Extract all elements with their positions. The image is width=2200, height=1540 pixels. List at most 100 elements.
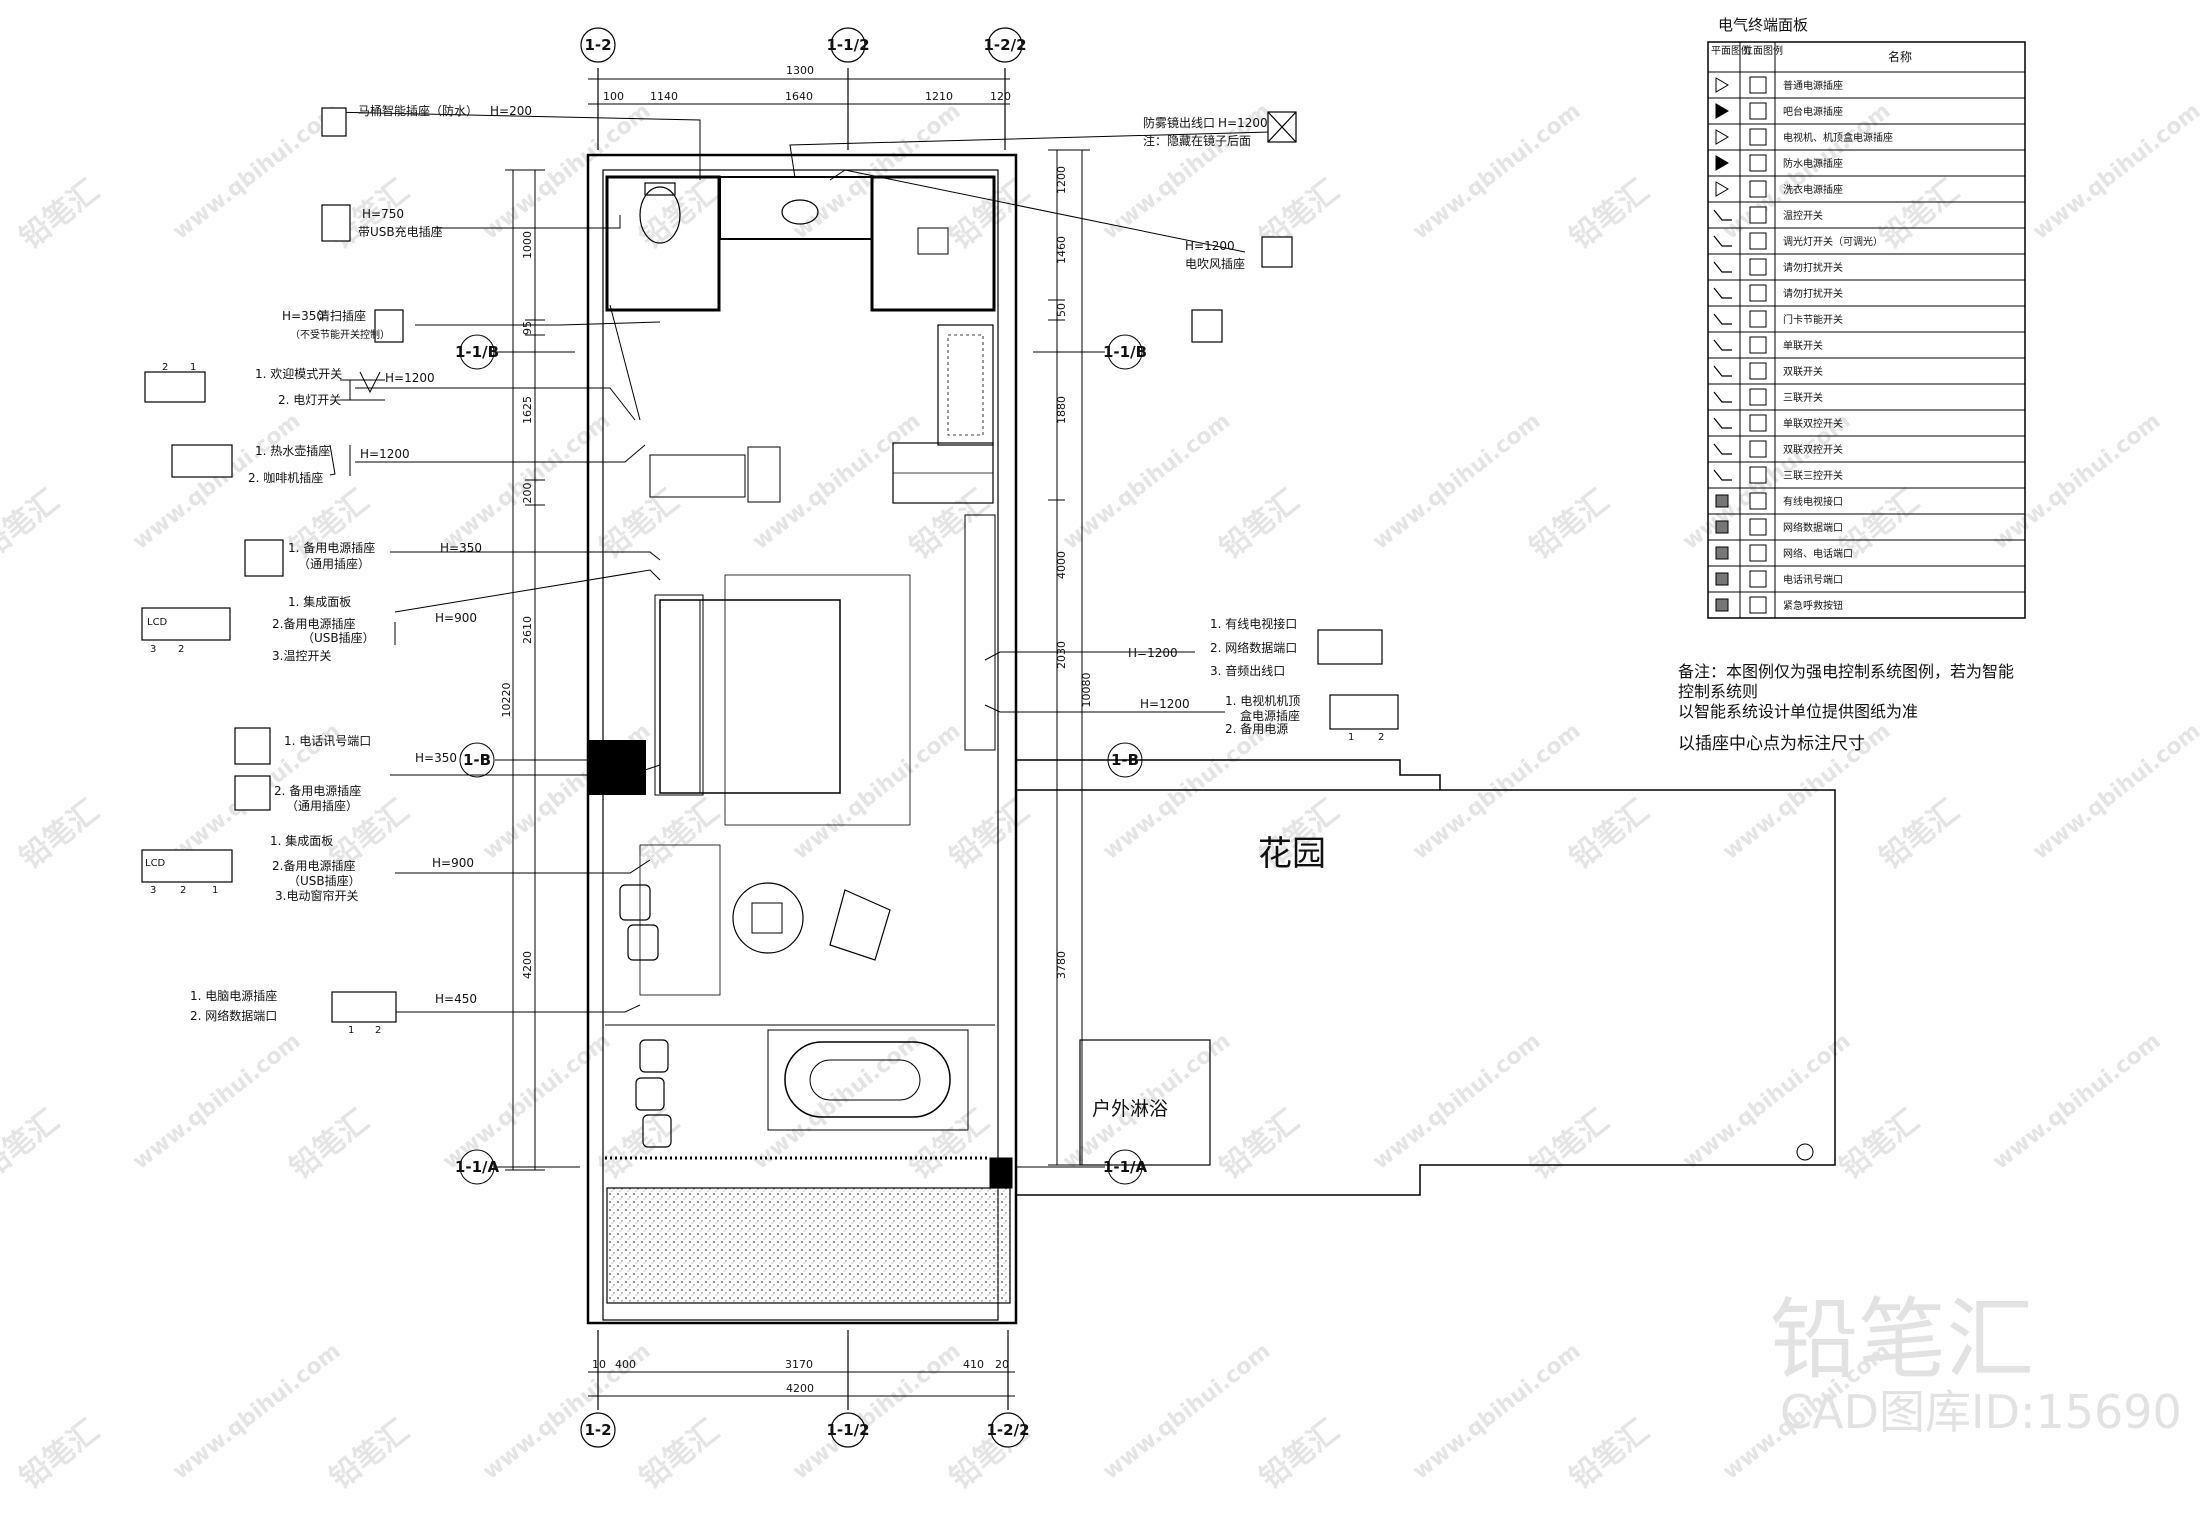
legend-elev-symbol	[1749, 180, 1767, 198]
axis-bubble-right-1-1/A: 1-1/A	[1103, 1158, 1148, 1176]
legend-header-elev: 立面图例	[1743, 44, 1783, 57]
watermark-text: 铅笔汇	[593, 1103, 685, 1186]
legend-row-name: 三联三控开关	[1783, 469, 1843, 482]
panel2-num-3: 3	[150, 885, 156, 896]
watermark-url: www.qbihui.com	[1408, 1339, 1585, 1485]
legend-elev-symbol	[1749, 466, 1767, 484]
cleaning-socket-note: （不受节能开关控制）	[290, 328, 390, 341]
spare-usb2-label: 2.备用电源插座	[272, 858, 355, 873]
legend-plan-symbol	[1713, 391, 1732, 403]
dim-left-4: 200	[521, 483, 534, 504]
legend-plan-symbol	[1713, 469, 1732, 481]
coffee-socket-label: 2. 咖啡机插座	[248, 470, 323, 485]
watermark-text: 铅笔汇	[13, 1413, 105, 1496]
outdoor-shower-label: 户外淋浴	[1092, 1098, 1168, 1120]
legend-plan-symbol	[1715, 598, 1729, 612]
dim-top-a: 100	[603, 90, 624, 103]
spare-usb-label: 2.备用电源插座	[272, 616, 355, 631]
usb-socket-height: H=750	[362, 207, 404, 221]
legend-plan-symbol	[1713, 339, 1732, 351]
legend-elev-symbol	[1749, 258, 1767, 276]
note-line-2: 控制系统则	[1678, 682, 1758, 701]
pc-socket-label: 1. 电脑电源插座	[190, 988, 277, 1003]
legend-plan-symbol	[1713, 287, 1732, 299]
left-dim-chain	[505, 169, 545, 1171]
dim-left-3: 1625	[521, 396, 534, 424]
legend-row-name: 请勿打扰开关	[1783, 287, 1843, 300]
lcd-label-2: LCD	[145, 858, 166, 869]
legend-row-name: 单联双控开关	[1783, 417, 1843, 430]
legend-row-name: 电视机、机顶盒电源插座	[1783, 131, 1893, 144]
spare-socket2-label: 2. 备用电源插座	[274, 783, 361, 798]
watermark-url: www.qbihui.com	[168, 1339, 345, 1485]
watermark-url: www.qbihui.com	[1058, 409, 1235, 555]
legend-row-name: 防水电源插座	[1783, 157, 1843, 170]
dim-right-3: 1880	[1055, 396, 1068, 424]
tv-panel-height: H=1200	[1128, 646, 1178, 660]
fog-mirror-height: H=1200	[1218, 116, 1268, 130]
legend-elev-symbol	[1749, 206, 1767, 224]
top-axes	[580, 27, 1023, 150]
network-port-label: 2. 网络数据端口	[190, 1008, 277, 1023]
watermark-url: www.qbihui.com	[1368, 1029, 1545, 1175]
watermark-text: 铅笔汇	[633, 793, 725, 876]
integrated-panel2-height: H=900	[432, 856, 474, 870]
watermark-text: 铅笔汇	[13, 793, 105, 876]
spare-socket-label: 1. 备用电源插座	[288, 540, 375, 555]
audio-outlet-label: 3. 音频出线口	[1210, 663, 1285, 678]
dim-left-5: 2610	[521, 616, 534, 644]
toilet-socket-label: 马桶智能插座（防水）	[358, 103, 478, 118]
dim-bot-total: 4200	[786, 1382, 814, 1395]
welcome-switch-label: 1. 欢迎模式开关	[255, 366, 342, 381]
dim-top-total: 1300	[786, 64, 814, 77]
garden-label: 花园	[1258, 834, 1326, 874]
legend-elev-symbol	[1749, 336, 1767, 354]
switch-num-2: 2	[162, 362, 168, 373]
legend-plan-symbol	[1713, 443, 1732, 455]
axis-bubble-left-1-1/A: 1-1/A	[455, 1158, 500, 1176]
welcome-switch-height: H=1200	[385, 371, 435, 385]
panel2-num-1: 1	[212, 885, 218, 896]
watermark-text: 铅笔汇	[1213, 1103, 1305, 1186]
legend-row-name: 普通电源插座	[1783, 79, 1843, 92]
watermark-text: 铅笔汇	[943, 173, 1035, 256]
dim-top-e: 120	[990, 90, 1011, 103]
watermark-url: www.qbihui.com	[1098, 1339, 1275, 1485]
hairdryer-height: H=1200	[1185, 239, 1235, 253]
cleaning-socket-height: H=350	[282, 309, 324, 323]
legend-elev-symbol	[1749, 414, 1767, 432]
axis-bubble-bottom-1-2: 1-2	[584, 1421, 611, 1439]
watermark-url: www.qbihui.com	[788, 1339, 965, 1485]
thermostat-label: 3.温控开关	[272, 649, 331, 663]
spare-usb2-note: （USB插座）	[288, 873, 361, 888]
legend-elev-symbol	[1749, 518, 1767, 536]
legend-plan-symbol	[1713, 417, 1732, 429]
watermark-url: www.qbihui.com	[1408, 99, 1585, 245]
callout-labels: 马桶智能插座（防水） H=200 防雾镜出线口 H=1200 注：隐藏在镜子后面…	[150, 103, 1384, 1036]
legend-elev-symbol	[1749, 154, 1767, 172]
watermark-url: www.qbihui.com	[168, 99, 345, 245]
watermark-url: www.qbihui.com	[1988, 1029, 2165, 1175]
legend-plan-symbol	[1713, 313, 1732, 325]
watermark-text: 铅笔汇	[283, 1103, 375, 1186]
legend-plan-symbol	[1715, 129, 1729, 145]
legend-title: 电气终端面板	[1718, 16, 1808, 34]
watermark-url: www.qbihui.com	[2028, 99, 2200, 245]
legend-header-name: 名称	[1888, 49, 1912, 64]
legend-row-name: 三联开关	[1783, 391, 1823, 404]
stb-num-2: 2	[1378, 732, 1384, 743]
legend-table: 平面图例立面图例名称普通电源插座吧台电源插座电视机、机顶盒电源插座防水电源插座洗…	[1707, 41, 2026, 619]
dim-left-2: 95	[521, 321, 534, 335]
legend-row-name: 网络数据端口	[1783, 521, 1843, 534]
integrated-panel2-label: 1. 集成面板	[270, 833, 333, 848]
gravel-terrace	[606, 1187, 1011, 1304]
axis-bubble-left-1-1/B: 1-1/B	[455, 343, 499, 361]
usb-socket-label: 带USB充电插座	[358, 224, 443, 239]
dim-bot-e: 20	[995, 1358, 1009, 1371]
watermark-url: www.qbihui.com	[1988, 409, 2165, 555]
phone-port-label: 1. 电话讯号端口	[284, 734, 371, 748]
watermark-text: 铅笔汇	[1563, 1413, 1655, 1496]
dim-bot-d: 410	[963, 1358, 984, 1371]
watermark-url: www.qbihui.com	[788, 99, 965, 245]
lcd-label-1: LCD	[147, 617, 168, 628]
